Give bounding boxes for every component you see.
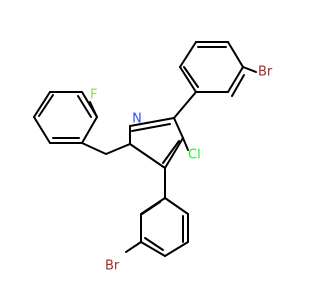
bond-line-9: [89, 101, 98, 118]
bond-line-33: [141, 201, 161, 215]
bond-line-19: [182, 137, 189, 151]
bond-line-27: [179, 41, 197, 68]
bond-lines: [33, 41, 257, 257]
atom-label-nitrogen: N: [132, 112, 142, 127]
bond-line-5: [81, 116, 98, 144]
atom-label-chlorine: Cl: [188, 148, 201, 163]
bond-line-30: [242, 66, 257, 73]
bond-line-14: [173, 117, 184, 139]
bond-line-36: [144, 237, 164, 251]
bond-line-11: [105, 143, 131, 155]
bond-line-10: [81, 142, 107, 155]
bond-line-40: [164, 197, 189, 215]
bond-line-4: [77, 95, 92, 118]
bond-line-35: [140, 241, 166, 257]
bond-line-22: [227, 66, 244, 93]
bond-line-13: [131, 123, 171, 132]
bond-line-0: [33, 91, 51, 118]
bond-line-16: [162, 140, 180, 164]
bond-line-8: [33, 116, 51, 144]
atom-label-bromine-top: Br: [258, 65, 273, 80]
bond-line-17: [129, 143, 166, 169]
bond-line-29: [183, 66, 199, 88]
bond-line-24: [227, 41, 244, 68]
bond-line-20: [173, 91, 197, 119]
bond-line-23: [231, 74, 245, 97]
bond-line-15: [164, 137, 184, 169]
atom-label-bromine-bottom: Br: [105, 259, 120, 274]
bond-line-28: [179, 66, 197, 93]
bond-line-41: [125, 241, 142, 253]
molecule-structure: F Cl N Br Br: [33, 41, 273, 274]
bond-line-37: [164, 241, 189, 257]
atom-label-fluorine: F: [90, 88, 97, 103]
bond-line-1: [38, 94, 54, 117]
bond-line-12: [129, 117, 175, 127]
